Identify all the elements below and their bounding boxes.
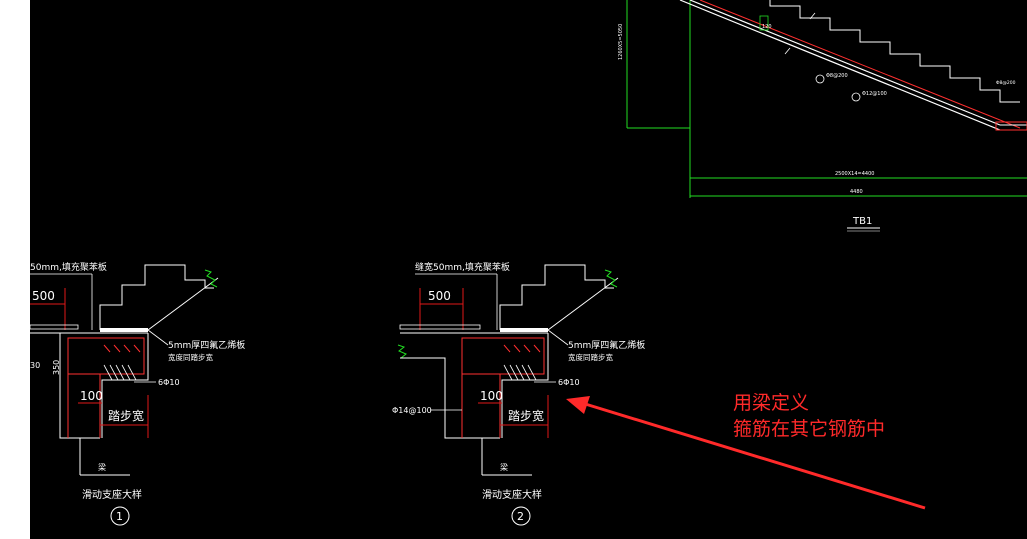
detail1-title: 滑动支座大样 [82,488,142,501]
detail2-slab-line [547,277,619,331]
detail1-dim-350: 350 [52,360,61,375]
detail1-stair-profile [99,264,214,330]
detail-1: 50mm,填充聚苯板 500 5mm厚四氟乙烯板 宽度同踏步宽 [29,261,245,526]
detail2-stirrup-label: Φ14@100 [392,406,432,415]
detail1-pad-left [29,324,79,330]
detail2-hatch [503,364,537,381]
detail1-slab-line [147,277,219,331]
detail1-hatch [103,364,137,381]
detail-2: 缝宽50mm,填充聚苯板 500 5mm厚四氟乙烯板 宽度同踏步宽 6Φ10 [392,261,645,526]
detail2-dim-100: 100 [480,389,503,403]
detail2-rebar-hooks [503,344,541,353]
detail1-dim-500: 500 [32,289,55,303]
rebar-marker-2 [851,92,861,102]
annotation-arrow-head [566,396,590,414]
detail2-break-left [397,344,407,359]
detail1-rebar-hooks [103,344,141,353]
slab-top-line [689,0,1001,126]
slab-rebar-line [699,0,1021,129]
detail2-dim-500: 500 [428,289,451,303]
detail2-index-circle [511,506,531,526]
stair-elevation: 1260X5=5050 2500X14=4400 4480 120 Φ8@200… [618,0,1027,232]
detail2-note-leader-right [547,329,569,346]
detail1-dim-100: 100 [80,389,103,403]
stair-steps [769,0,1020,103]
slash-mark-1 [784,47,791,55]
dim-text-vertical: 1260X5=5050 [618,24,624,60]
detail1-beam-label: 梁 [98,463,106,472]
detail1-note-top: 50mm,填充聚苯板 [30,261,107,273]
slab-bottom-line [679,0,1001,131]
detail1-note-right-2: 宽度同踏步宽 [168,352,213,362]
detail1-index: 1 [116,510,123,523]
detail1-rebar-label: 6Φ10 [158,378,180,387]
detail2-step-width: 踏步宽 [508,408,544,423]
detail1-index-circle [110,506,130,526]
detail2-note-right-2: 宽度同踏步宽 [568,352,613,362]
detail2-title: 滑动支座大样 [482,488,542,501]
detail2-pad-left [399,324,481,330]
annotation-line-1: 用梁定义 [733,392,809,414]
detail2-beam-label: 梁 [500,463,508,472]
annotation-line-2: 箍筋在其它钢筋中 [733,418,885,440]
detail1-beam-right [101,333,149,438]
rebar-text-3: Φ8@200 [996,80,1016,86]
detail1-step-width: 踏步宽 [108,408,144,423]
detail2-ptfe-plate [500,328,548,332]
landing-beam [995,121,1027,131]
detail2-beam-left [400,357,500,439]
detail1-beam-left [59,333,100,439]
slash-mark-2 [809,12,816,20]
detail2-beam-right [501,333,549,438]
detail1-ptfe-plate [100,328,148,332]
detail1-note-right-1: 5mm厚四氟乙烯板 [168,339,245,351]
detail1-note-leader-right [147,329,169,346]
detail1-break-mark [204,269,218,288]
detail2-index: 2 [517,510,524,523]
drawing-area[interactable] [30,0,1027,539]
rebar-text-2: Φ12@100 [862,91,887,97]
dim-text-bottom1: 2500X14=4400 [835,171,874,177]
detail2-rebar-label: 6Φ10 [558,378,580,387]
detail2-break-mark [604,269,618,288]
dim-text-bottom2: 4480 [850,189,863,195]
detail1-dim-30: 30 [30,361,40,370]
user-annotation: 用梁定义 箍筋在其它钢筋中 [566,392,926,510]
detail2-note-right-1: 5mm厚四氟乙烯板 [568,339,645,351]
thickness-tag [759,15,769,31]
rebar-marker-1 [815,74,825,84]
stair-title: TB1 [852,216,872,227]
rebar-text-1: Φ8@200 [826,73,848,79]
thickness-text: 120 [762,24,772,30]
annotation-arrow-shaft [581,401,926,510]
detail2-stair-profile [499,264,614,330]
detail2-note-top: 缝宽50mm,填充聚苯板 [415,261,510,273]
